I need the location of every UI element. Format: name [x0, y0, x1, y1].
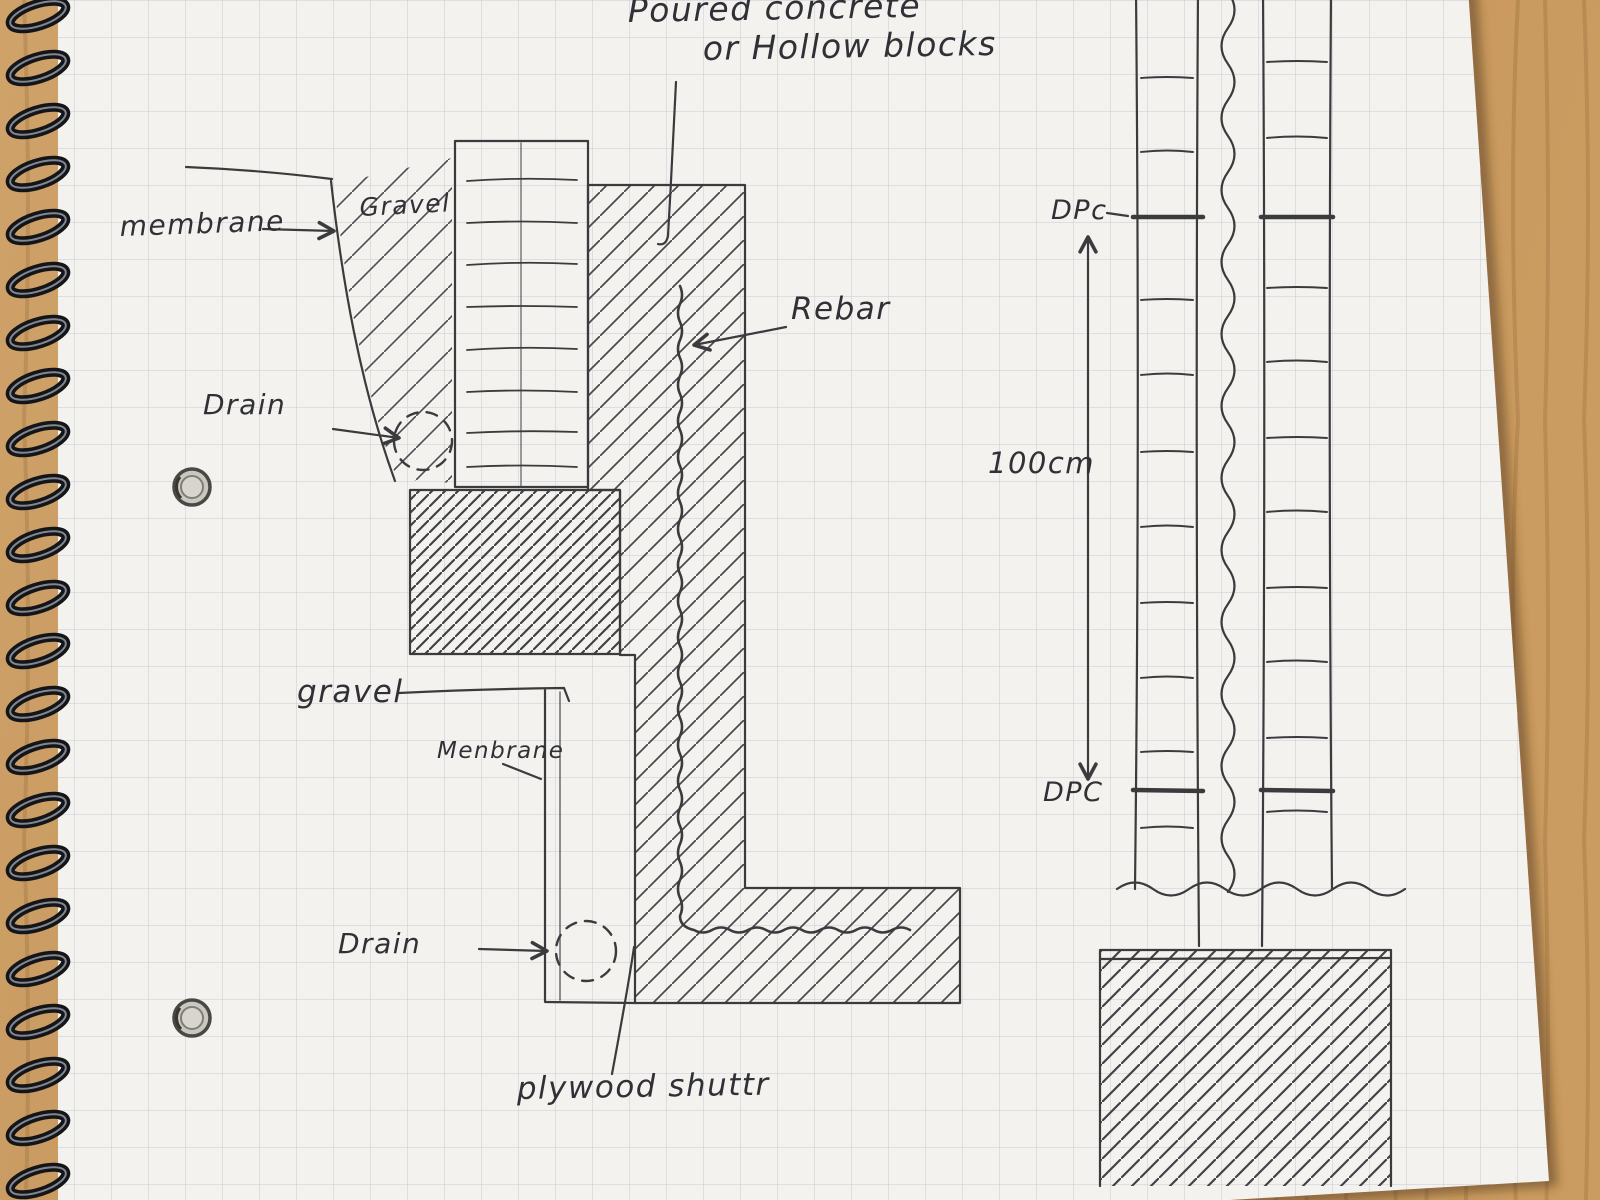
- label-drain-upper: Drain: [203, 388, 286, 421]
- drain-upper-arrow: [331, 426, 401, 446]
- paper-shadow: [1151, 0, 1558, 1200]
- foundation-fill: [1100, 950, 1391, 1186]
- rebar-arrow: [692, 325, 788, 352]
- section-drawing: [184, 80, 962, 1076]
- wall-line-1: [1133, 0, 1139, 891]
- gravel-fill-upper: [334, 158, 452, 483]
- rebar-bar: [676, 284, 912, 934]
- drain-pipe-lower: [554, 919, 618, 983]
- dpc-marks: [1130, 214, 1336, 794]
- membrane-lower-leader: [501, 762, 543, 781]
- label-membrane-upper: membrane: [119, 204, 285, 243]
- wall-line-2: [1195, 0, 1201, 948]
- handwritten-labels: Poured concrete or Hollow blocks membran…: [119, 0, 1107, 1107]
- ground-line: [184, 165, 334, 181]
- hole-punches: [172, 467, 212, 1038]
- gravel-leader: [397, 686, 571, 703]
- membrane-arrow: [261, 220, 336, 241]
- hole-punch-bottom: [172, 998, 212, 1038]
- foundation-outline: [1098, 948, 1393, 1188]
- label-title-line2: or Hollow blocks: [702, 24, 997, 68]
- wall-line-3: [1260, 0, 1266, 948]
- label-plywood-shutter: plywood shuttr: [516, 1067, 771, 1107]
- label-rebar: Rebar: [791, 291, 891, 327]
- label-gravel-lower: gravel: [297, 674, 403, 710]
- label-dpc-lower: DPC: [1043, 777, 1103, 808]
- cavity-membrane-wave: [1220, 0, 1236, 894]
- ground-break-line: [1115, 881, 1407, 897]
- course-dashes-left-leaf: [1140, 76, 1194, 829]
- label-title-line1: Poured concrete: [627, 0, 921, 30]
- pencil-sketch: [184, 0, 1407, 1188]
- plywood-leader: [610, 945, 636, 1076]
- hole-punch-top: [172, 467, 212, 507]
- foundation-top-line-2: [1098, 956, 1393, 961]
- elevation-drawing: [1078, 0, 1407, 1188]
- label-drain-lower: Drain: [338, 927, 421, 960]
- label-dpc-upper: DPc: [1051, 195, 1107, 226]
- concrete-footing-block: [408, 488, 622, 656]
- dpc-upper-leader: [1105, 211, 1130, 218]
- title-pointer-line: [656, 80, 678, 246]
- block-courses: [466, 177, 578, 468]
- label-gravel-upper: Gravel: [359, 188, 451, 222]
- lower-bottom-line: [543, 1000, 637, 1005]
- course-dashes-right-leaf: [1266, 60, 1328, 813]
- label-membrane-lower: Menbrane: [437, 738, 564, 764]
- wall-line-4: [1328, 0, 1334, 891]
- drain-lower-arrow: [477, 940, 549, 961]
- label-dimension-100cm: 100cm: [988, 446, 1095, 480]
